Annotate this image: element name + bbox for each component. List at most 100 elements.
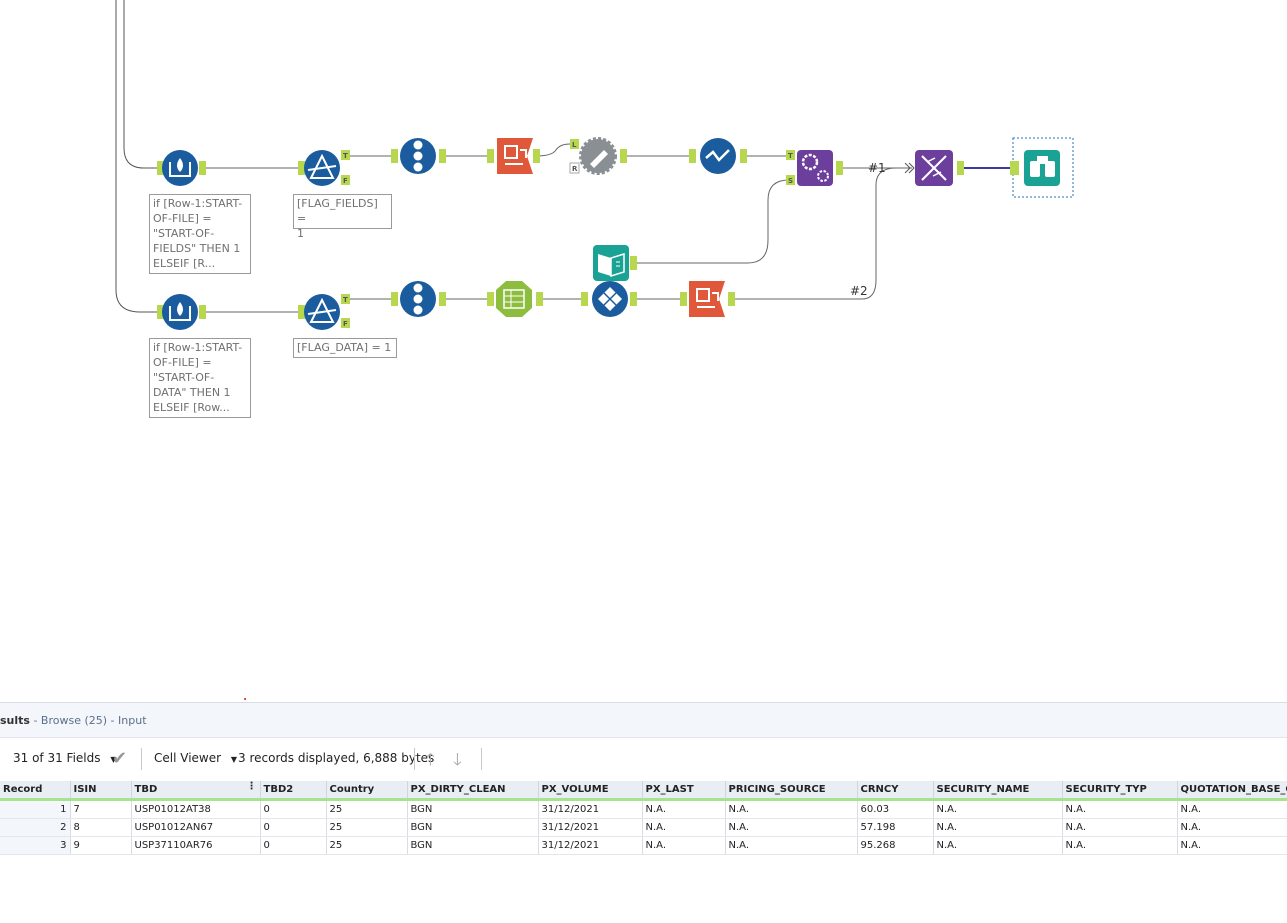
record-id-icon (414, 141, 423, 172)
table-cell[interactable]: 9 (70, 837, 131, 855)
table-row[interactable]: 1 7 USP01012AT38 0 25 BGN 31/12/2021 N.A… (0, 800, 1287, 819)
results-grid[interactable]: Record ISIN TBD ⋮ TBD2 Country PX_DIRTY_… (0, 781, 1287, 855)
table-cell[interactable]: N.A. (933, 819, 1062, 837)
table-cell[interactable]: 25 (326, 837, 407, 855)
table-cell[interactable]: N.A. (725, 837, 857, 855)
results-title-link[interactable]: - Browse (25) - Input (33, 714, 146, 727)
results-panel: sults - Browse (25) - Input 31 of 31 Fie… (0, 702, 1287, 923)
column-header[interactable]: Record (0, 781, 70, 800)
table-cell[interactable]: N.A. (642, 800, 725, 819)
header-row: Record ISIN TBD ⋮ TBD2 Country PX_DIRTY_… (0, 781, 1287, 800)
column-header[interactable]: CRNCY (857, 781, 933, 800)
table-cell[interactable]: BGN (407, 800, 538, 819)
table-cell[interactable]: N.A. (1177, 819, 1287, 837)
formula-bottom-annotation: if [Row-1:START- OF-FILE] = "START-OF- D… (149, 338, 251, 418)
join-tool[interactable]: L R (570, 139, 627, 173)
column-header[interactable]: TBD2 (260, 781, 326, 800)
check-icon[interactable]: ✔ (112, 748, 127, 769)
table-cell[interactable]: 8 (70, 819, 131, 837)
dna-tool[interactable] (905, 150, 964, 186)
table-cell[interactable]: N.A. (725, 800, 857, 819)
column-header[interactable]: PX_DIRTY_CLEAN (407, 781, 538, 800)
table-cell[interactable]: 25 (326, 800, 407, 819)
multi-row-tool[interactable] (487, 281, 543, 317)
table-cell[interactable]: BGN (407, 837, 538, 855)
svg-text:F: F (343, 320, 348, 328)
table-cell[interactable]: N.A. (725, 819, 857, 837)
table-cell[interactable]: N.A. (933, 800, 1062, 819)
table-cell[interactable]: USP01012AT38 (131, 800, 260, 819)
table-cell[interactable]: USP01012AN67 (131, 819, 260, 837)
table-cell[interactable]: 0 (260, 800, 326, 819)
chevron-down-icon: ▼ (231, 755, 237, 764)
arrow-up-icon[interactable]: 🡑 (426, 747, 435, 776)
filter-tool-bottom[interactable]: T F (298, 294, 350, 330)
table-cell[interactable]: 0 (260, 837, 326, 855)
table-cell[interactable]: 57.198 (857, 819, 933, 837)
record-cell: 1 (0, 800, 70, 819)
svg-text:T: T (343, 296, 348, 304)
column-header[interactable]: TBD ⋮ (131, 781, 260, 800)
record-id-tool-bottom[interactable] (391, 281, 446, 317)
dynamic-rename-tool-top[interactable] (487, 138, 540, 174)
svg-text:F: F (343, 177, 348, 185)
select-tool[interactable] (689, 138, 747, 174)
dynamic-rename-tool-bottom[interactable] (680, 281, 735, 317)
arrow-down-icon[interactable]: 🡓 (453, 747, 462, 776)
table-cell[interactable]: N.A. (1062, 819, 1177, 837)
table-cell[interactable]: 60.03 (857, 800, 933, 819)
connection-line[interactable] (731, 168, 912, 299)
red-arrow-annotation (232, 698, 281, 700)
svg-text:T: T (788, 152, 793, 160)
filter-tool-top[interactable]: T F (298, 150, 350, 186)
batch-macro-tool[interactable]: T S (786, 150, 843, 186)
join-gear-icon (581, 139, 615, 173)
table-cell[interactable]: 31/12/2021 (538, 819, 642, 837)
table-cell[interactable]: 31/12/2021 (538, 837, 642, 855)
crosstab-tool[interactable] (581, 281, 637, 317)
column-header[interactable]: SECURITY_NAME (933, 781, 1062, 800)
connection-line[interactable] (632, 180, 789, 263)
column-header[interactable]: PRICING_SOURCE (725, 781, 857, 800)
column-header[interactable]: PX_LAST (642, 781, 725, 800)
toolbar-divider (481, 748, 482, 770)
column-header[interactable]: QUOTATION_BASE_C (1177, 781, 1287, 800)
table-cell[interactable]: 31/12/2021 (538, 800, 642, 819)
text-input-tool[interactable] (593, 245, 637, 281)
table-row[interactable]: 2 8 USP01012AN67 0 25 BGN 31/12/2021 N.A… (0, 819, 1287, 837)
column-menu-icon[interactable]: ⋮ (247, 781, 257, 792)
svg-text:S: S (788, 177, 793, 185)
table-cell[interactable]: N.A. (1177, 837, 1287, 855)
column-header[interactable]: PX_VOLUME (538, 781, 642, 800)
results-header: sults - Browse (25) - Input (0, 702, 1287, 738)
fields-dropdown[interactable]: 31 of 31 Fields ▼ (13, 751, 116, 765)
table-cell[interactable]: 25 (326, 819, 407, 837)
table-cell[interactable]: 7 (70, 800, 131, 819)
column-header[interactable]: Country (326, 781, 407, 800)
results-toolbar: 31 of 31 Fields ▼ ✔ Cell Viewer ▼ 3 reco… (0, 738, 1287, 778)
table-cell[interactable]: USP37110AR76 (131, 837, 260, 855)
connection-line[interactable] (536, 144, 570, 156)
table-cell[interactable]: N.A. (1062, 837, 1177, 855)
formula-tool-bottom[interactable] (157, 294, 206, 330)
table-cell[interactable]: N.A. (1177, 800, 1287, 819)
connection-line[interactable] (124, 0, 158, 168)
filter-bottom-annotation: [FLAG_DATA] = 1 (293, 338, 397, 358)
cell-viewer-dropdown[interactable]: Cell Viewer ▼ (154, 751, 237, 765)
connection-label-1: #1 (868, 161, 886, 175)
table-cell[interactable]: N.A. (1062, 800, 1177, 819)
formula-top-annotation: if [Row-1:START- OF-FILE] = "START-OF- F… (149, 194, 251, 274)
column-header[interactable]: SECURITY_TYP (1062, 781, 1177, 800)
table-cell[interactable]: 95.268 (857, 837, 933, 855)
record-id-tool-top[interactable] (391, 138, 446, 174)
table-row[interactable]: 3 9 USP37110AR76 0 25 BGN 31/12/2021 N.A… (0, 837, 1287, 855)
table-cell[interactable]: BGN (407, 819, 538, 837)
table-cell[interactable]: 0 (260, 819, 326, 837)
browse-tool[interactable] (1010, 138, 1073, 197)
table-cell[interactable]: N.A. (642, 837, 725, 855)
table-cell[interactable]: N.A. (933, 837, 1062, 855)
record-cell: 3 (0, 837, 70, 855)
formula-tool-top[interactable] (157, 150, 206, 186)
column-header[interactable]: ISIN (70, 781, 131, 800)
table-cell[interactable]: N.A. (642, 819, 725, 837)
